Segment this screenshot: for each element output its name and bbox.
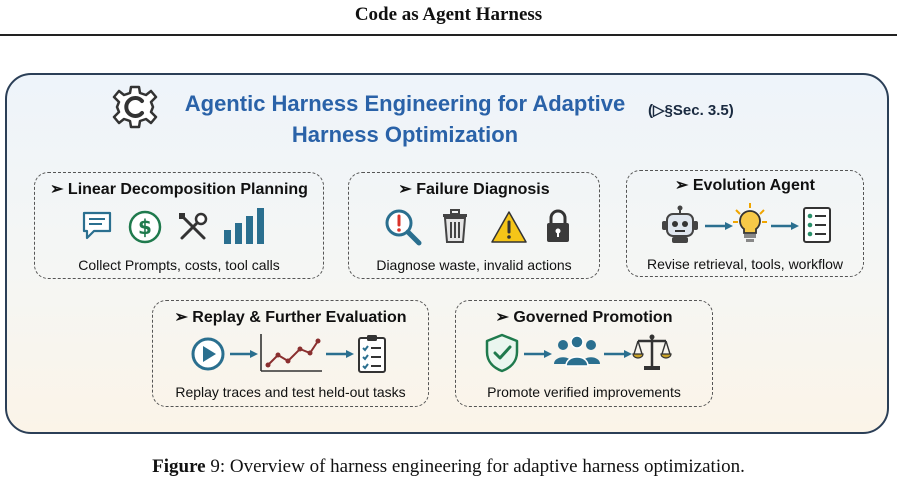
replay-evaluation-box: ➢ Replay & Further Evaluation Replay tra… — [152, 300, 429, 407]
arrow-icon — [771, 222, 799, 230]
diagram-title-line2: Harness Optimization — [291, 122, 519, 147]
figure-caption-text: : Overview of harness engineering for ad… — [219, 456, 745, 477]
box-title: ➢ Evolution Agent — [675, 177, 815, 194]
box-caption: Diagnose waste, invalid actions — [376, 257, 572, 273]
page-title: Code as Agent Harness — [354, 4, 543, 25]
box-title: ➢ Failure Diagnosis — [398, 181, 550, 198]
magnifier-alert-icon — [385, 209, 422, 246]
tools-icon — [179, 212, 208, 240]
team-icon — [554, 335, 600, 367]
section-reference: (▷§Sec. 3.5) — [648, 102, 734, 119]
evolution-agent-box: ➢ Evolution Agent Revise retrieval, tool… — [626, 170, 864, 277]
warning-icon — [491, 211, 527, 243]
svg-text:$: $ — [138, 215, 152, 239]
lock-icon — [547, 209, 569, 242]
arrow-icon — [604, 350, 632, 358]
dollar-icon: $ — [128, 210, 162, 244]
arrow-icon — [326, 350, 354, 358]
box-title: ➢ Linear Decomposition Planning — [50, 181, 308, 198]
title-rule — [0, 34, 897, 36]
arrow-icon — [705, 222, 733, 230]
figure-label: Figure — [152, 456, 206, 477]
checklist-icon — [803, 207, 831, 243]
gear-icon — [112, 85, 158, 129]
bar-chart-icon — [224, 208, 264, 244]
linear-decomposition-box: ➢ Linear Decomposition Planning Collect … — [34, 172, 324, 279]
arrow-icon — [524, 350, 552, 358]
trash-icon — [443, 209, 467, 243]
play-icon — [191, 337, 225, 371]
checklist-icon — [358, 335, 386, 373]
box-caption: Collect Prompts, costs, tool calls — [78, 257, 280, 273]
box-title: ➢ Replay & Further Evaluation — [174, 309, 407, 326]
arrow-icon — [230, 350, 258, 358]
box-caption: Promote verified improvements — [487, 384, 681, 400]
box-caption: Revise retrieval, tools, workflow — [646, 256, 844, 272]
figure-caption: Figure 9: Overview of harness engineerin… — [0, 456, 897, 478]
line-graph-icon — [260, 334, 322, 372]
box-title: ➢ Governed Promotion — [495, 309, 673, 326]
failure-diagnosis-box: ➢ Failure Diagnosis Diagnose waste, inva… — [348, 172, 600, 279]
diagram-title-line1: Agentic Harness Engineering for Adaptive — [184, 91, 626, 116]
chat-icon — [82, 211, 112, 240]
governed-promotion-box: ➢ Governed Promotion Promote verified im… — [455, 300, 713, 407]
diagram-title: Agentic Harness Engineering for Adaptive… — [155, 88, 655, 150]
shield-check-icon — [485, 333, 519, 373]
box-caption: Replay traces and test held-out tasks — [175, 384, 406, 400]
lightbulb-icon — [733, 203, 767, 242]
figure-number: 9 — [210, 456, 220, 477]
scales-icon — [632, 334, 672, 370]
robot-icon — [662, 205, 698, 243]
